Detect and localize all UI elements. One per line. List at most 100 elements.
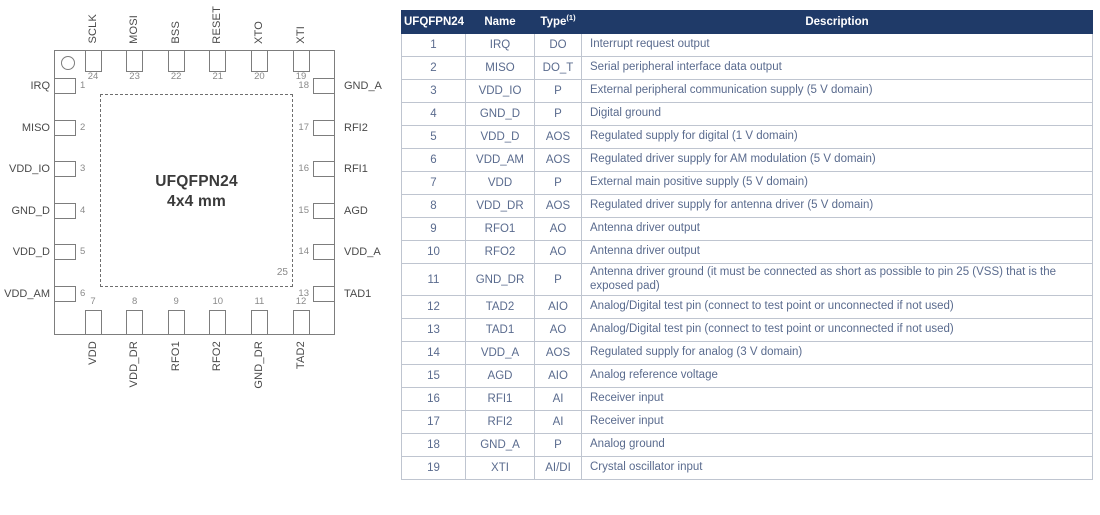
pin-number: 13 <box>298 288 309 299</box>
pin-number-cell: 10 <box>401 240 466 264</box>
pin-description-cell: Antenna driver ground (it must be connec… <box>581 263 1093 296</box>
pin-pad <box>292 310 310 335</box>
pin-name-cell: RFI1 <box>465 387 535 411</box>
pin-label: TAD2 <box>294 341 307 370</box>
pin-pad <box>313 119 335 136</box>
pin-label: MOSI <box>128 15 141 44</box>
pin-type-cell: AOS <box>534 341 582 365</box>
pin-number-cell: 18 <box>401 433 466 457</box>
pin-description-cell: Serial peripheral interface data output <box>581 56 1093 80</box>
pin-pad <box>209 50 227 72</box>
pin-name-cell: GND_D <box>465 102 535 126</box>
pin-name-cell: RFO2 <box>465 240 535 264</box>
pin-pad <box>250 50 268 72</box>
pin-number-cell: 9 <box>401 217 466 241</box>
pin-number: 17 <box>298 121 309 133</box>
pin-type-cell: AO <box>534 318 582 342</box>
pin-label: RFI1 <box>344 163 368 176</box>
pin-description-cell: External main positive supply (5 V domai… <box>581 171 1093 195</box>
pin-type-cell: P <box>534 433 582 457</box>
pin-number: 7 <box>90 296 96 307</box>
pin-name-cell: VDD_AM <box>465 148 535 172</box>
pin-number: 14 <box>298 246 309 258</box>
pin-description-cell: Analog ground <box>581 433 1093 457</box>
pin-pad <box>126 310 144 335</box>
pin-pad <box>292 50 310 72</box>
pin-name-cell: AGD <box>465 364 535 388</box>
pin-description-cell: Digital ground <box>581 102 1093 126</box>
pin-type-cell: AO <box>534 217 582 241</box>
pin-number: 20 <box>254 71 265 82</box>
col-header-description: Description <box>581 10 1093 34</box>
pin-number: 3 <box>80 163 86 175</box>
pin-type-cell: AIO <box>534 364 582 388</box>
pin-pad <box>126 50 144 72</box>
pin-number: 16 <box>298 163 309 175</box>
pin-number: 8 <box>131 296 138 307</box>
pin-name-cell: GND_A <box>465 433 535 457</box>
pin-number: 11 <box>254 296 265 307</box>
pin-pad <box>54 78 76 94</box>
table-header-row: UFQFPN24 Name Type(1) Description <box>401 10 1093 34</box>
pin-number: 1 <box>80 80 86 91</box>
pin-label: GND_D <box>11 204 50 217</box>
pin-type-cell: P <box>534 102 582 126</box>
footnote-marker: (1) <box>566 13 576 23</box>
pin-description-cell: Receiver input <box>581 387 1093 411</box>
pin-pad <box>209 310 227 335</box>
pin-pad <box>313 161 335 178</box>
pin-number: 5 <box>80 246 86 258</box>
pin-type-cell: P <box>534 171 582 195</box>
pin-number-cell: 15 <box>401 364 466 388</box>
pin-label: VDD_AM <box>4 288 50 300</box>
pin-pad <box>250 310 268 335</box>
pin-label: XTI <box>294 26 307 44</box>
pin-number: 23 <box>129 71 140 82</box>
pin-label: BSS <box>169 21 182 44</box>
pin-pad <box>54 161 76 178</box>
pin-pad <box>313 78 335 94</box>
pin-pad <box>84 50 102 72</box>
col-header-type: Type(1) <box>534 10 582 34</box>
pin-description-cell: Analog reference voltage <box>581 364 1093 388</box>
pin-pad <box>54 202 76 219</box>
exposed-pad-outline <box>100 94 293 287</box>
pin-number: 15 <box>298 204 309 216</box>
pin-name-cell: GND_DR <box>465 263 535 296</box>
pin-description-cell: External peripheral communication supply… <box>581 79 1093 103</box>
pin-name-cell: TAD2 <box>465 295 535 319</box>
pin-description-cell: Regulated supply for digital (1 V domain… <box>581 125 1093 149</box>
pin1-marker-icon <box>61 56 75 70</box>
pin-pad <box>313 286 335 302</box>
pin-number: 22 <box>170 71 182 82</box>
pin-pad <box>54 244 76 261</box>
pin-description-cell: Interrupt request output <box>581 33 1093 57</box>
pin-number: 4 <box>80 204 86 216</box>
pin-number-cell: 6 <box>401 148 466 172</box>
pin-number: 10 <box>212 296 224 307</box>
pin-number-cell: 8 <box>401 194 466 218</box>
pin-pad <box>84 310 102 335</box>
pin-number-cell: 16 <box>401 387 466 411</box>
pin-pad <box>167 310 185 335</box>
pin-label: RFO1 <box>169 341 182 372</box>
pin-description-cell: Analog/Digital test pin (connect to test… <box>581 295 1093 319</box>
pin-number-cell: 4 <box>401 102 466 126</box>
pin-number-cell: 13 <box>401 318 466 342</box>
pin-number: 21 <box>212 71 224 82</box>
pin-type-cell: AO <box>534 240 582 264</box>
pin-type-cell: P <box>534 263 582 296</box>
exposed-pad-number: 25 <box>276 267 288 278</box>
pin-label: AGD <box>344 204 368 217</box>
pin-label: VDD <box>86 341 99 365</box>
